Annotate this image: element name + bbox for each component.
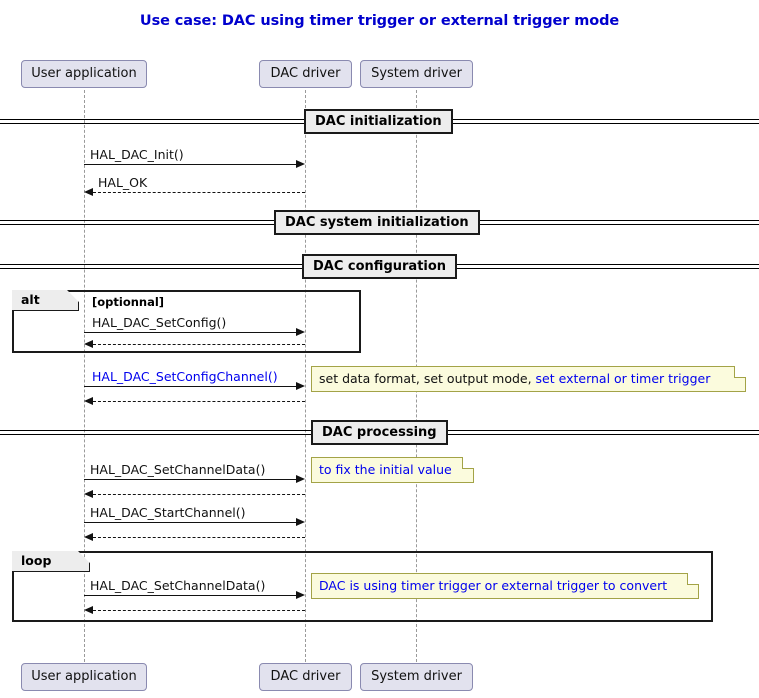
message-line-return-setconfigchannel bbox=[93, 401, 305, 402]
fragment-kind-label: loop bbox=[21, 553, 52, 568]
fragment-tab-alt: alt bbox=[12, 290, 79, 311]
fragment-condition-alt: [optionnal] bbox=[92, 295, 164, 309]
arrowhead-return-setconfig bbox=[84, 339, 93, 348]
divider-dac-processing: DAC processing bbox=[311, 420, 448, 445]
participant-dac-driver[interactable]: DAC driver bbox=[259, 60, 352, 88]
message-line-hal-dac-setconfig bbox=[84, 332, 297, 333]
divider-label-text: DAC processing bbox=[322, 425, 437, 440]
message-line-return-startchannel bbox=[93, 537, 305, 538]
arrowhead-hal-dac-setchanneldata-1 bbox=[296, 474, 305, 483]
divider-label-text: DAC system initialization bbox=[285, 215, 469, 230]
note-text-blue: DAC is using timer trigger or external t… bbox=[319, 578, 668, 593]
message-text: HAL_DAC_Init() bbox=[90, 147, 184, 162]
fragment-loop-convert bbox=[12, 551, 713, 622]
arrowhead-hal-dac-setconfigchannel bbox=[296, 381, 305, 390]
message-label-hal-dac-setchanneldata-2: HAL_DAC_SetChannelData() bbox=[90, 578, 265, 593]
participant-label: System driver bbox=[371, 669, 462, 684]
message-text: HAL_DAC_SetConfig() bbox=[92, 315, 227, 330]
divider-label-text: DAC configuration bbox=[313, 259, 447, 274]
fragment-alt-optional bbox=[12, 290, 361, 353]
participant-footer-user-application[interactable]: User application bbox=[21, 663, 147, 691]
note-text-black: set data format, set output mode, bbox=[319, 371, 536, 386]
note-text-blue: to fix the initial value bbox=[319, 462, 452, 477]
participant-user-application[interactable]: User application bbox=[21, 60, 147, 88]
arrowhead-return-setconfigchannel bbox=[84, 396, 93, 405]
message-text: HAL_DAC_SetChannelData() bbox=[90, 578, 266, 593]
message-label-hal-dac-setconfigchannel: HAL_DAC_SetConfigChannel() bbox=[92, 369, 278, 384]
message-line-return-setchanneldata-1 bbox=[93, 494, 305, 495]
arrowhead-hal-ok bbox=[84, 187, 93, 196]
participant-label: System driver bbox=[371, 66, 462, 81]
message-line-return-setchanneldata-2 bbox=[93, 610, 305, 611]
message-line-hal-ok bbox=[93, 192, 305, 193]
message-text: HAL_DAC_SetChannelData() bbox=[90, 462, 266, 477]
arrowhead-return-startchannel bbox=[84, 532, 93, 541]
participant-label: User application bbox=[31, 669, 137, 684]
message-label-hal-dac-setchanneldata-1: HAL_DAC_SetChannelData() bbox=[90, 462, 265, 477]
participant-footer-system-driver[interactable]: System driver bbox=[360, 663, 473, 691]
page-title: Use case: DAC using timer trigger or ext… bbox=[139, 13, 620, 29]
participant-label: User application bbox=[31, 66, 137, 81]
message-label-hal-dac-setconfig: HAL_DAC_SetConfig() bbox=[92, 315, 226, 330]
message-line-hal-dac-startchannel bbox=[84, 522, 297, 523]
note-text-blue: set external or timer trigger bbox=[535, 371, 711, 386]
arrowhead-return-setchanneldata-1 bbox=[84, 489, 93, 498]
message-label-hal-dac-init: HAL_DAC_Init() bbox=[90, 147, 184, 162]
fragment-tab-loop: loop bbox=[12, 551, 90, 572]
divider-dac-configuration: DAC configuration bbox=[302, 254, 458, 279]
arrowhead-hal-dac-setchanneldata-2 bbox=[296, 590, 305, 599]
lifeline-user-application bbox=[84, 90, 85, 662]
message-line-return-setconfig bbox=[93, 344, 305, 345]
message-label-hal-dac-startchannel: HAL_DAC_StartChannel() bbox=[90, 505, 246, 520]
message-line-hal-dac-setconfigchannel bbox=[84, 386, 297, 387]
fragment-condition-text: [optionnal] bbox=[92, 295, 165, 309]
message-line-hal-dac-setchanneldata-1 bbox=[84, 479, 297, 480]
arrowhead-return-setchanneldata-2 bbox=[84, 605, 93, 614]
message-line-hal-dac-setchanneldata-2 bbox=[84, 595, 297, 596]
participant-label: DAC driver bbox=[270, 669, 341, 684]
message-text: HAL_DAC_SetConfigChannel() bbox=[92, 369, 278, 384]
message-label-hal-ok: HAL_OK bbox=[98, 175, 147, 190]
arrowhead-hal-dac-setconfig bbox=[296, 327, 305, 336]
note-initial-value: to fix the initial value bbox=[311, 457, 474, 483]
message-line-hal-dac-init bbox=[84, 164, 297, 165]
note-loop-convert: DAC is using timer trigger or external t… bbox=[311, 573, 699, 599]
fragment-kind-label: alt bbox=[21, 292, 40, 307]
arrowhead-hal-dac-startchannel bbox=[296, 517, 305, 526]
arrowhead-hal-dac-init bbox=[296, 159, 305, 168]
message-text: HAL_OK bbox=[98, 175, 148, 190]
note-setconfigchannel: set data format, set output mode, set ex… bbox=[311, 366, 746, 392]
participant-system-driver[interactable]: System driver bbox=[360, 60, 473, 88]
lifeline-dac-driver bbox=[305, 90, 306, 662]
participant-label: DAC driver bbox=[270, 66, 341, 81]
message-text: HAL_DAC_StartChannel() bbox=[90, 505, 246, 520]
divider-label-text: DAC initialization bbox=[315, 114, 442, 129]
divider-dac-initialization: DAC initialization bbox=[304, 109, 453, 134]
participant-footer-dac-driver[interactable]: DAC driver bbox=[259, 663, 352, 691]
divider-dac-system-initialization: DAC system initialization bbox=[274, 210, 480, 235]
